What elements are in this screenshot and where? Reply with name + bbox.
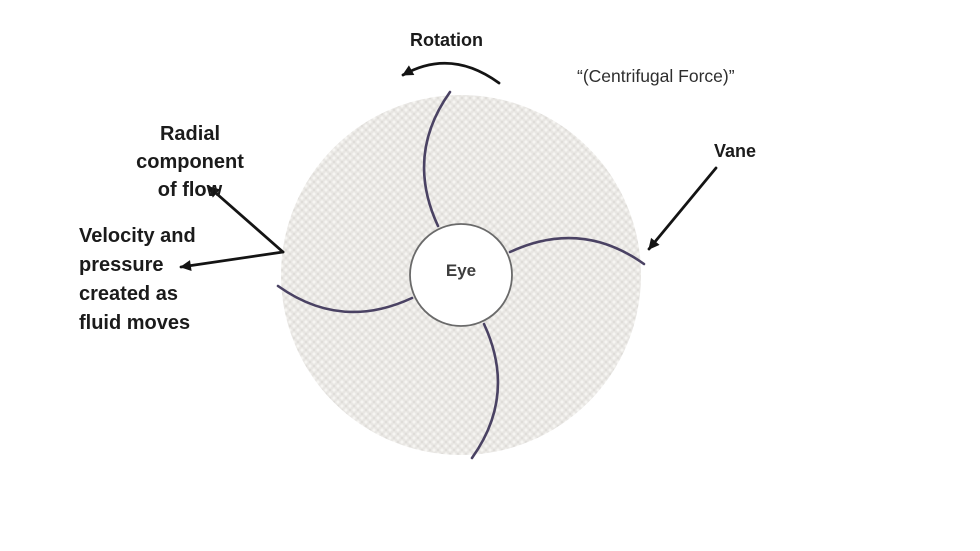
- vane-right: [508, 236, 646, 266]
- velocity-label-line-1: Velocity and: [79, 225, 196, 247]
- velocity-pressure-label: Velocity and pressure created as fluid m…: [79, 222, 196, 338]
- rotation-label: Rotation: [410, 30, 483, 50]
- vanes: [276, 90, 646, 460]
- centrifugal-force-label: “(Centrifugal Force)”: [577, 66, 735, 86]
- radial-component-label: Radial component of flow: [112, 120, 268, 204]
- eye-label: Eye: [445, 261, 477, 280]
- velocity-label-line-2: pressure: [79, 254, 164, 276]
- vane-bottom: [470, 322, 500, 460]
- radial-label-line-3: of flow: [157, 179, 223, 201]
- radial-label-line-2: component: [136, 151, 244, 173]
- vane-left: [276, 284, 414, 314]
- eye-circle: [409, 223, 513, 327]
- annotation-arrows: [179, 61, 718, 272]
- vane-arrow: [647, 166, 718, 251]
- vane-top: [422, 90, 452, 228]
- velocity-label-line-4: fluid moves: [79, 312, 191, 334]
- vane-label: Vane: [714, 141, 757, 161]
- rotation-arrow: [401, 61, 501, 85]
- velocity-label-line-3: created as: [79, 283, 178, 305]
- radial-label-line-1: Radial: [159, 123, 221, 145]
- radial-flow-arrow: [207, 185, 285, 254]
- velocity-arrow: [179, 250, 285, 272]
